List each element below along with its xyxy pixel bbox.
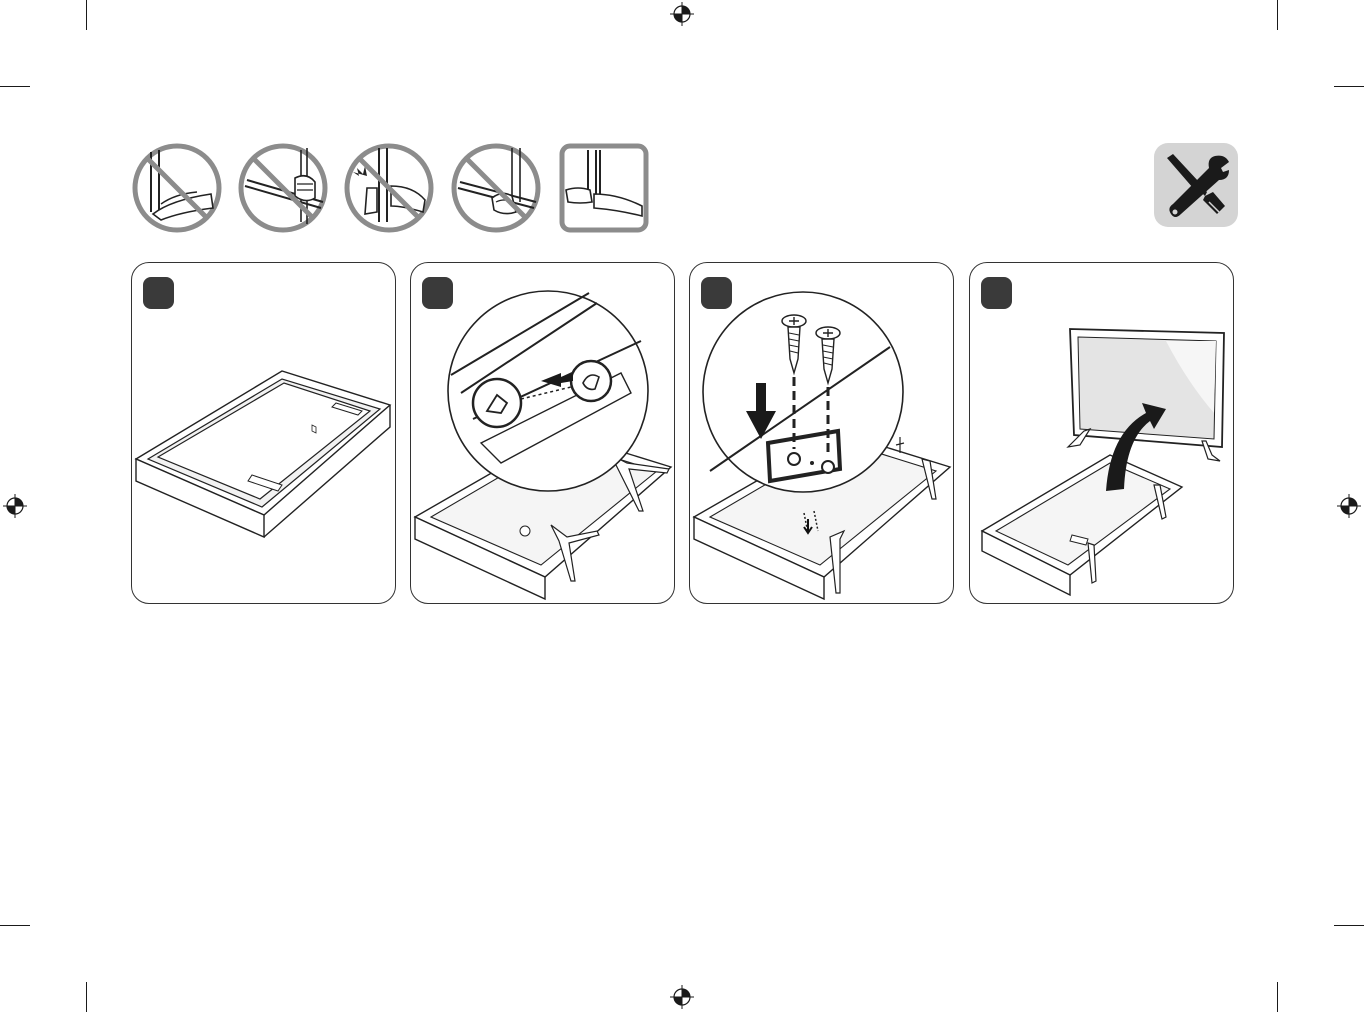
step-panel-4 [969, 262, 1234, 604]
crop-mark [86, 0, 87, 30]
registration-mark-icon [3, 494, 27, 518]
step-panel-2 [410, 262, 675, 604]
tv-face-down-on-cushion-illustration [132, 263, 396, 604]
registration-mark-icon [670, 985, 694, 1009]
crop-mark [1277, 982, 1278, 1012]
screwdriver-wrench-icon [1153, 142, 1239, 228]
correct-hold-bottom-icon [558, 142, 650, 234]
crop-mark [86, 982, 87, 1012]
pinch-impact-prohibited-icon [343, 142, 435, 234]
hand-on-edge-prohibited-icon [450, 142, 542, 234]
hand-grip-bezel-prohibited-icon [237, 142, 329, 234]
crop-mark [1334, 86, 1364, 87]
registration-mark-icon [1337, 494, 1361, 518]
registration-mark-icon [670, 2, 694, 26]
crop-mark [1334, 925, 1364, 926]
crop-mark [1277, 0, 1278, 30]
hand-under-screen-prohibited-icon [131, 142, 223, 234]
crop-mark [0, 925, 30, 926]
crop-mark [0, 86, 30, 87]
step-panel-1 [131, 262, 396, 604]
insert-screws-illustration [690, 263, 954, 604]
lift-tv-upright-illustration [970, 263, 1234, 604]
step-panel-3 [689, 262, 954, 604]
attach-stand-leg-illustration [411, 263, 675, 604]
